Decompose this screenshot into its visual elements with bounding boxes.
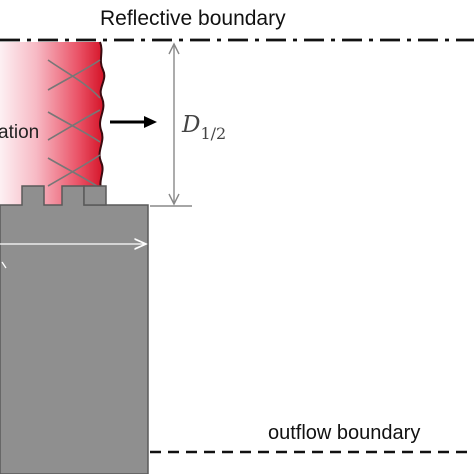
solid-block (0, 185, 149, 474)
block-left-mark (1, 261, 7, 269)
outflow-boundary-label: outflow boundary (268, 422, 420, 444)
half-distance-dimension (150, 42, 192, 207)
propagation-arrow (110, 116, 157, 128)
half-distance-label: D1/2 (181, 112, 226, 143)
reflective-boundary-label: Reflective boundary (100, 7, 286, 30)
detonation-region (0, 42, 105, 205)
detonation-front (98, 41, 106, 193)
solid-block-tooth (83, 185, 107, 206)
detonation-label-fragment: ation (0, 122, 39, 143)
